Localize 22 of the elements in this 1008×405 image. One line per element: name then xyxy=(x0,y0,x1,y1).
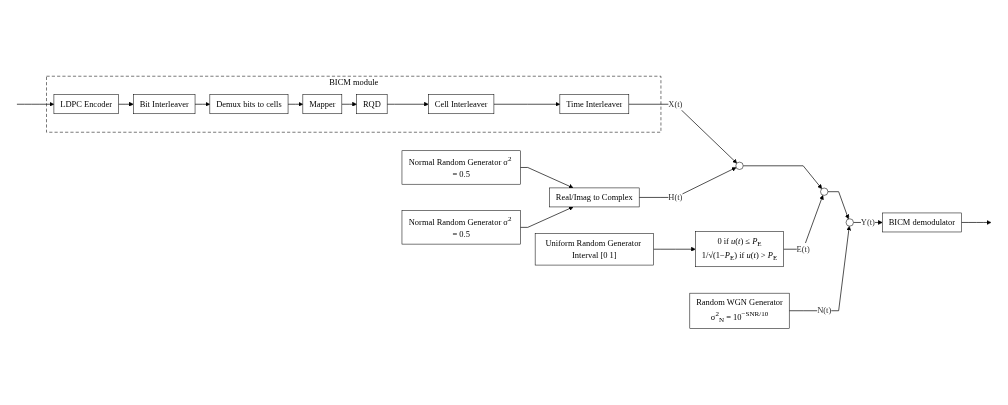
node-circle xyxy=(820,187,829,196)
node-box: 0 if u(t) ≤ P$_{E}$ 1/√(1−P$_{E}$) if u(t) > P$_{E}$ xyxy=(695,231,784,268)
node-box: Cell Interleaver xyxy=(428,94,495,115)
node-box: Demux bits to cells xyxy=(209,94,289,115)
node-box: Random WGN Generator σ$^{2}$$_{N}$ = 10$^{−SNR/10}$ xyxy=(689,293,790,329)
node-box: Uniform Random Generator Interval [0 1] xyxy=(534,233,654,266)
edge-label: X(t) xyxy=(668,99,683,109)
node-box: LDPC Encoder xyxy=(53,94,119,115)
node-box: Normal Random Generator σ$^{2}$ = 0.5 xyxy=(401,210,521,245)
node-box: Real/Imag to Complex xyxy=(549,187,640,208)
edge-label: N(t) xyxy=(817,306,832,316)
edge-label: H(t) xyxy=(668,192,683,202)
node-box: Mapper xyxy=(302,94,343,115)
edge-label: Y(t) xyxy=(860,217,875,227)
node-box: RQD xyxy=(356,94,388,115)
edge-label: E(t) xyxy=(796,244,810,254)
node-box: Time Interleaver xyxy=(559,94,630,115)
node-box: Normal Random Generator σ$^{2}$ = 0.5 xyxy=(401,150,521,185)
node-box: Bit Interleaver xyxy=(133,94,196,115)
node-box: BICM demodulator xyxy=(882,212,962,233)
node-circle xyxy=(735,162,744,170)
node-circle xyxy=(845,218,854,227)
